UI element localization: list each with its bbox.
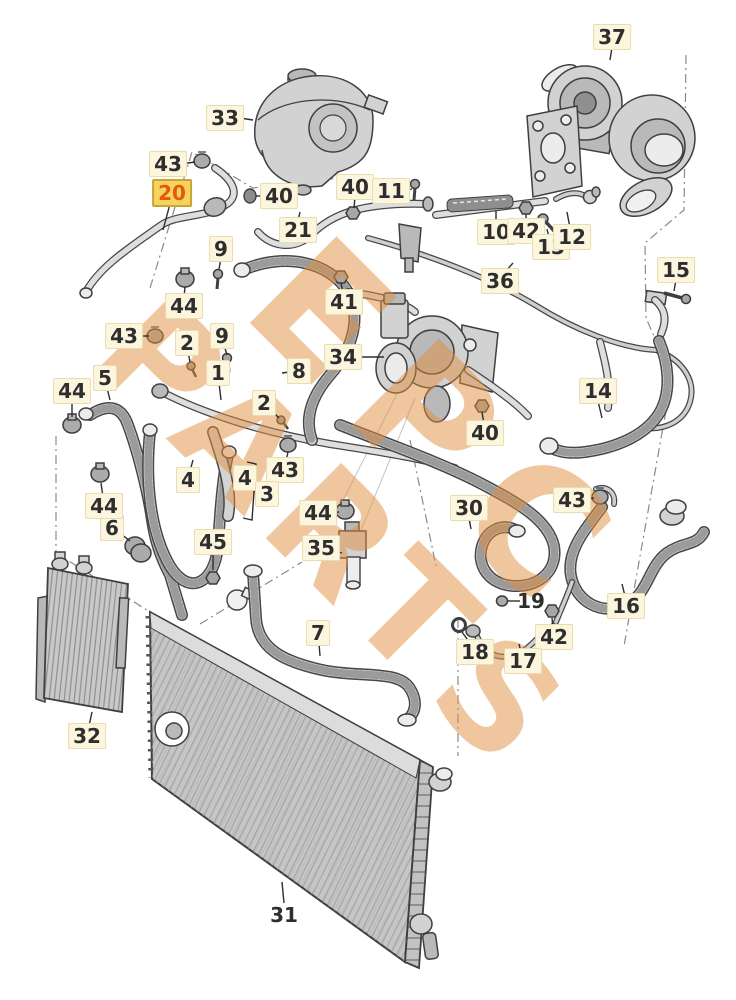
part-label-12[interactable]: 12 xyxy=(553,224,591,250)
part-label-40-3[interactable]: 40 xyxy=(466,420,504,446)
part-label-44[interactable]: 44 xyxy=(165,293,203,319)
part-label-31[interactable]: 31 xyxy=(270,903,298,927)
hose-30 xyxy=(334,419,561,592)
part-label-8[interactable]: 8 xyxy=(287,358,311,384)
clip-19 xyxy=(495,595,509,607)
expansion-tank xyxy=(254,68,389,196)
part-label-44-4[interactable]: 44 xyxy=(299,500,337,526)
part-label-45[interactable]: 45 xyxy=(194,529,232,555)
part-label-14[interactable]: 14 xyxy=(579,378,617,404)
part-label-2[interactable]: 2 xyxy=(175,330,199,356)
hose-14 xyxy=(539,335,674,459)
clamp-43 xyxy=(193,151,211,169)
part-label-44-3[interactable]: 44 xyxy=(85,493,123,519)
part-label-35[interactable]: 35 xyxy=(302,535,340,561)
bolt-2 xyxy=(186,361,198,378)
part-label-6[interactable]: 6 xyxy=(100,515,124,541)
nut-41 xyxy=(333,270,349,284)
part-label-43-3[interactable]: 43 xyxy=(266,457,304,483)
part-label-1[interactable]: 1 xyxy=(206,360,230,386)
small-parts xyxy=(62,151,609,618)
part-label-20[interactable]: 20 xyxy=(152,179,192,207)
bolt-11 xyxy=(409,178,421,201)
bolt-2 xyxy=(276,415,290,430)
part-label-4[interactable]: 4 xyxy=(176,467,200,493)
hose-20 xyxy=(79,164,238,299)
part-label-9-2[interactable]: 9 xyxy=(210,323,234,349)
part-label-43[interactable]: 43 xyxy=(149,151,187,177)
clamp-44 xyxy=(90,462,110,483)
part-label-11[interactable]: 11 xyxy=(372,178,410,204)
part-label-40[interactable]: 40 xyxy=(260,183,298,209)
part-label-19[interactable]: 19 xyxy=(517,589,545,613)
part-label-5[interactable]: 5 xyxy=(93,365,117,391)
part-label-3[interactable]: 3 xyxy=(255,481,279,507)
clamp-43 xyxy=(591,487,609,505)
part-label-37[interactable]: 37 xyxy=(593,24,631,50)
nut-42 xyxy=(544,604,560,618)
pipe-15 xyxy=(644,289,692,338)
nut-42 xyxy=(518,201,534,215)
part-label-44-2[interactable]: 44 xyxy=(53,378,91,404)
nut-40 xyxy=(345,206,361,220)
pipe-36 xyxy=(365,223,695,432)
part-label-42-2[interactable]: 42 xyxy=(535,624,573,650)
nut-40 xyxy=(474,399,490,413)
part-label-15[interactable]: 15 xyxy=(657,257,695,283)
turbocharger xyxy=(526,64,696,218)
part-label-43-4[interactable]: 43 xyxy=(553,487,591,513)
part-label-17[interactable]: 17 xyxy=(504,648,542,674)
hose-4 xyxy=(142,423,237,590)
bolt-9 xyxy=(212,268,224,290)
part-label-36[interactable]: 36 xyxy=(481,268,519,294)
valve-35 xyxy=(338,521,367,590)
part-label-4-2[interactable]: 4 xyxy=(233,465,257,491)
part-label-9[interactable]: 9 xyxy=(209,236,233,262)
part-label-21[interactable]: 21 xyxy=(279,217,317,243)
part-label-16[interactable]: 16 xyxy=(607,593,645,619)
main-radiator xyxy=(145,610,453,970)
part-label-18[interactable]: 18 xyxy=(456,639,494,665)
part-label-2-2[interactable]: 2 xyxy=(252,390,276,416)
auxiliary-radiator xyxy=(35,551,130,714)
hose-7 xyxy=(243,564,421,727)
part-label-30[interactable]: 30 xyxy=(450,495,488,521)
water-pump xyxy=(375,292,532,423)
part-label-43-2[interactable]: 43 xyxy=(105,323,143,349)
part-label-33[interactable]: 33 xyxy=(206,105,244,131)
part-label-41[interactable]: 41 xyxy=(325,289,363,315)
part-label-34[interactable]: 34 xyxy=(324,344,362,370)
part-label-32[interactable]: 32 xyxy=(68,723,106,749)
part-label-7[interactable]: 7 xyxy=(306,620,330,646)
part-label-40-2[interactable]: 40 xyxy=(336,174,374,200)
nut-45 xyxy=(205,571,221,585)
